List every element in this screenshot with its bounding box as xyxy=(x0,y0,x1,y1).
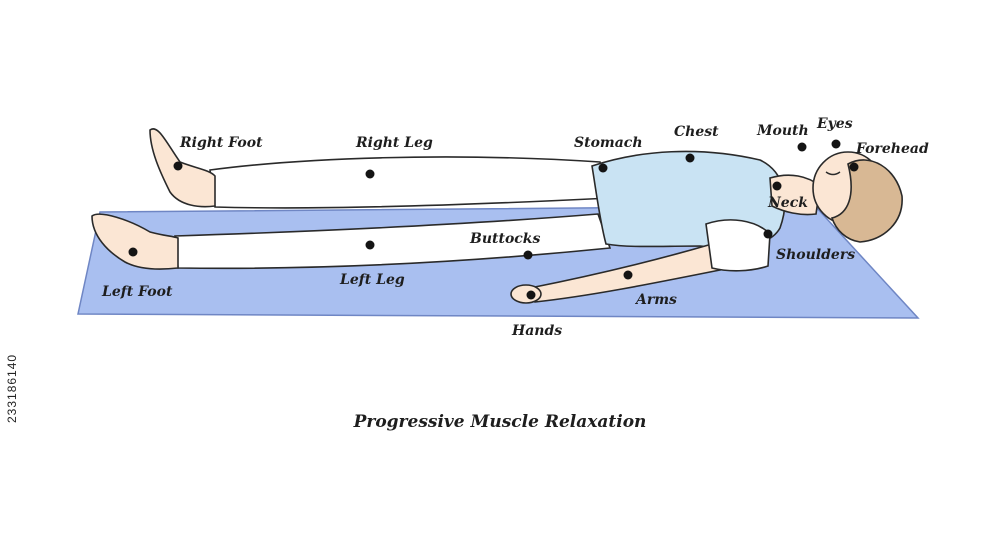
dot-left-leg xyxy=(365,240,375,250)
label-chest: Chest xyxy=(674,124,719,140)
hair-shape xyxy=(830,159,903,243)
dot-chest xyxy=(685,153,695,163)
neck-shape xyxy=(769,174,821,216)
dot-right-leg xyxy=(365,169,375,179)
label-buttocks: Buttocks xyxy=(470,231,541,247)
closed-eye xyxy=(825,171,841,176)
sleeve-shape xyxy=(705,219,771,272)
right-leg-shape xyxy=(209,156,612,209)
label-right-leg: Right Leg xyxy=(356,135,433,151)
label-arms: Arms xyxy=(636,292,677,308)
label-hands: Hands xyxy=(512,323,563,339)
left-foot-shape xyxy=(91,213,179,270)
label-neck: Neck xyxy=(768,195,808,211)
dot-arms xyxy=(623,270,633,280)
diagram-title: Progressive Muscle Relaxation xyxy=(353,412,647,432)
dot-left-foot xyxy=(128,247,138,257)
dot-hands xyxy=(526,290,536,300)
right-foot-shape xyxy=(149,128,216,208)
label-forehead: Forehead xyxy=(856,141,929,157)
dot-shoulders xyxy=(763,229,773,239)
label-stomach: Stomach xyxy=(574,135,643,151)
left-leg-shape xyxy=(174,213,612,270)
dot-eyes xyxy=(831,139,841,149)
label-left-foot: Left Foot xyxy=(102,284,173,300)
label-eyes: Eyes xyxy=(817,116,853,132)
dot-mouth xyxy=(797,142,807,152)
dot-buttocks xyxy=(523,250,533,260)
label-right-foot: Right Foot xyxy=(180,135,263,151)
label-shoulders: Shoulders xyxy=(776,247,856,263)
dot-neck xyxy=(772,181,782,191)
label-left-leg: Left Leg xyxy=(340,272,405,288)
side-id-text: 233186140 xyxy=(5,353,19,423)
dot-right-foot xyxy=(173,161,183,171)
label-mouth: Mouth xyxy=(757,123,809,139)
dot-stomach xyxy=(598,163,608,173)
dot-forehead xyxy=(849,162,859,172)
